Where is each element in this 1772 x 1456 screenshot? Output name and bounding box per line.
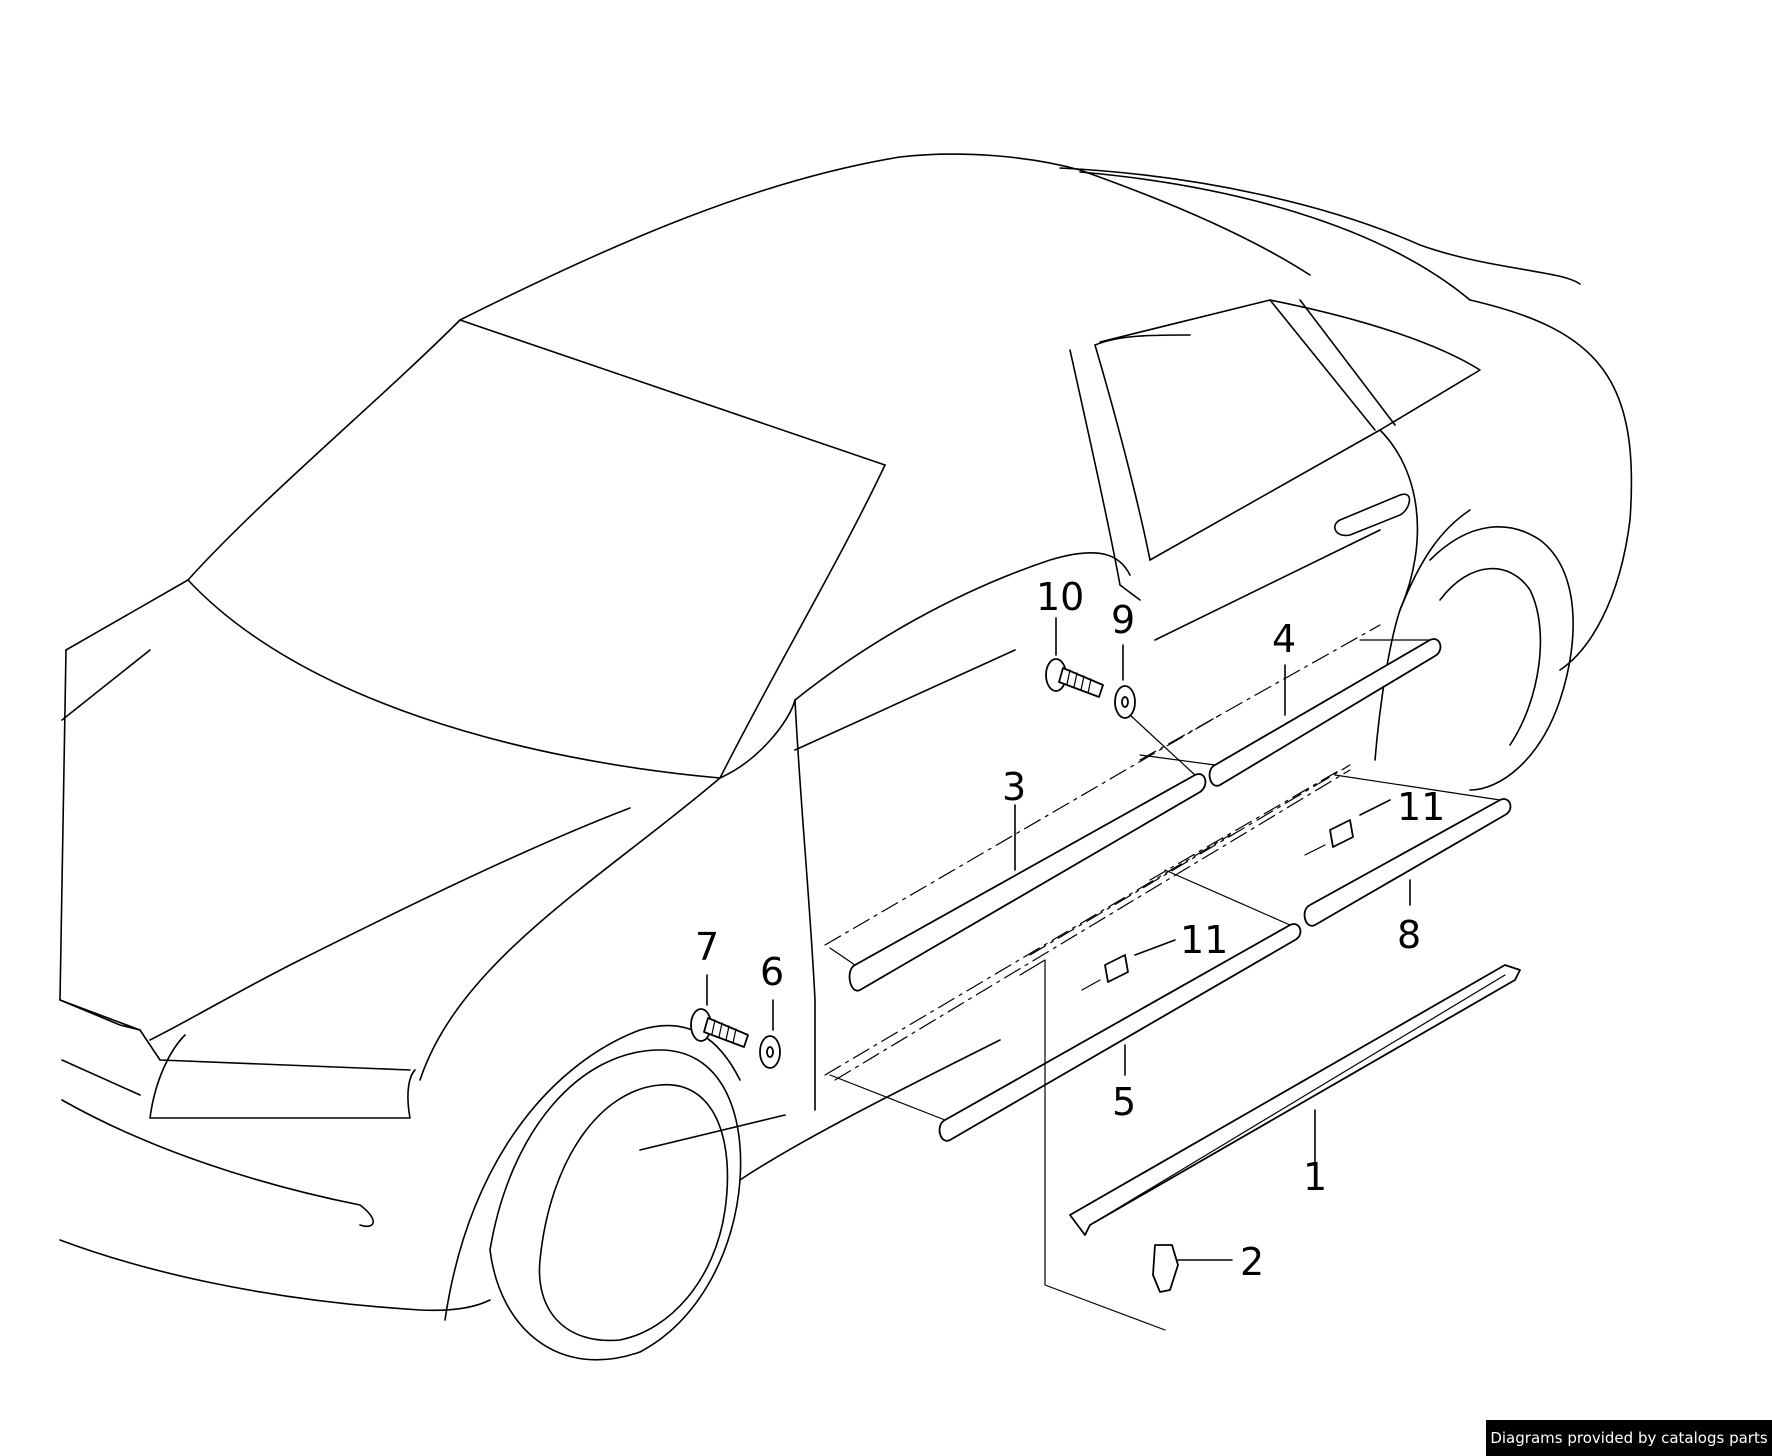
trim-strip-3 [848,773,1207,992]
car-body-outline [59,153,1633,1361]
callout-5: 5 [1112,1080,1136,1124]
callout-8: 8 [1397,913,1421,957]
washer-6 [759,1035,781,1069]
callout-2: 2 [1240,1240,1264,1284]
callout-7: 7 [695,925,719,969]
callout-11-front: 11 [1180,918,1228,962]
callout-3: 3 [1002,765,1026,809]
washer-9 [1114,685,1136,719]
callout-6: 6 [760,950,784,994]
fasteners [690,658,1354,1069]
callout-9: 9 [1111,598,1135,642]
trim-strip-4 [1208,638,1442,787]
door-trim-strips [824,624,1521,1331]
clip-2 [1152,1244,1179,1293]
callout-4: 4 [1272,617,1296,661]
screw-7 [690,1008,749,1048]
diagram-credit-label: Diagrams provided by catalogs parts [1486,1420,1772,1456]
callout-numbers: 1 2 3 4 5 6 7 8 9 10 11 11 [695,575,1445,1284]
callout-11-rear: 11 [1397,785,1445,829]
callout-10: 10 [1036,575,1084,619]
clip-11-front [1081,954,1129,991]
trim-strip-8 [1303,798,1512,927]
sill-panel-1 [1069,964,1521,1236]
clip-11-rear [1304,819,1354,856]
trim-strip-5 [938,923,1302,1142]
screw-10 [1045,658,1104,698]
callout-1: 1 [1303,1155,1327,1199]
callout-leaders [706,617,1411,1261]
